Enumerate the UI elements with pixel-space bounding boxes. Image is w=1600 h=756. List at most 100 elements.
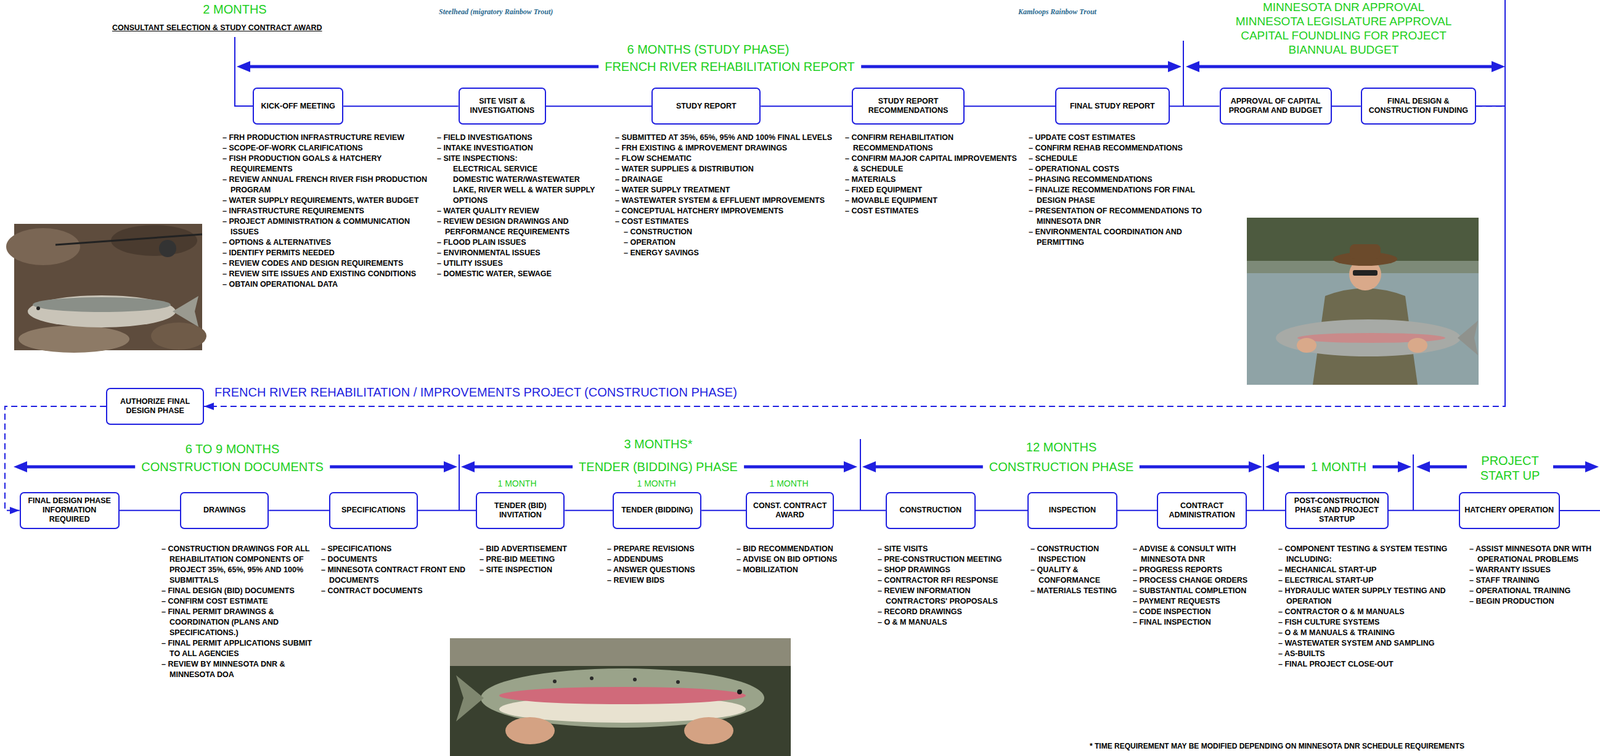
task-item: – ASSIST MINNESOTA DNR WITH OPERATIONAL …: [1469, 543, 1593, 565]
trout-photo: [589, 676, 594, 680]
trout-photo: [632, 677, 637, 682]
box-label: STUDY REPORT RECOMMENDATIONS: [857, 96, 959, 116]
phase-label: MINNESOTA LEGISLATURE APPROVAL: [1235, 14, 1453, 29]
phase-label: 1 MONTH: [497, 478, 537, 489]
task-item: – ENVIRONMENTAL COORDINATION AND PERMITT…: [1028, 226, 1223, 248]
process-box: STUDY REPORT RECOMMENDATIONS: [851, 87, 964, 125]
task-item: – O & M MANUALS & TRAINING: [1278, 627, 1467, 638]
process-box: FINAL DESIGN PHASE INFORMATION REQUIRED: [19, 491, 120, 529]
flow-connector: [1169, 105, 1220, 107]
task-item: – MOBILIZATION: [736, 564, 874, 576]
task-item: – PRESENTATION OF RECOMMENDATIONS TO MIN…: [1028, 205, 1223, 227]
task-item: – SHOP DRAWINGS: [877, 564, 1027, 576]
task-item: – FIELD INVESTIGATIONS: [436, 132, 611, 143]
phase-label: CONSULTANT SELECTION & STUDY CONTRACT AW…: [112, 22, 323, 33]
fish-photo: [32, 297, 171, 312]
task-item: – BID RECOMMENDATION: [736, 543, 874, 555]
flow-connector: [1388, 509, 1459, 511]
task-item: – QUALITY & CONFORMANCE: [1030, 564, 1130, 586]
phase-arrow: [1585, 461, 1599, 473]
trout-photo: [456, 674, 484, 722]
flow-connector: [564, 509, 613, 511]
flow-connector: [760, 105, 852, 107]
angler-photo: [1457, 320, 1478, 356]
task-item: – SUBMITTED AT 35%, 65%, 95% AND 100% FI…: [615, 132, 834, 143]
task-item: – STAFF TRAINING: [1469, 575, 1593, 586]
phase-label: Kamloops Rainbow Trout: [1018, 7, 1097, 17]
timeline-rule: [234, 0, 1600, 511]
angler-photo: [1246, 217, 1479, 385]
task-item: – REVIEW CODES AND DESIGN REQUIREMENTS: [222, 258, 429, 269]
task-item: – PAYMENT REQUESTS: [1132, 595, 1277, 607]
task-item: – ADVISE & CONSULT WITH MINNESOTA DNR: [1132, 543, 1277, 565]
task-item: – WATER SUPPLY TREATMENT: [615, 184, 834, 196]
task-item: – CONSTRUCTION: [615, 226, 834, 238]
task-item: – FRH EXISTING & IMPROVEMENT DRAWINGS: [615, 142, 834, 154]
phase-label: CAPITAL FOUNDLING FOR PROJECT BIANNUAL B…: [1214, 28, 1474, 57]
angler-photo: [1275, 319, 1461, 357]
fish-photo: [36, 306, 41, 311]
task-item: – CONSTRUCTION INSPECTION: [1030, 543, 1130, 565]
trout-photo: [449, 637, 791, 666]
task-item: – WARRANTY ISSUES: [1469, 564, 1593, 576]
flow-connector: [119, 509, 180, 511]
task-item: – UPDATE COST ESTIMATES: [1028, 132, 1223, 143]
box-label: CONTRACT ADMINISTRATION: [1162, 501, 1242, 520]
timeline-rule: [458, 454, 460, 511]
phase-arrow: [1195, 65, 1496, 69]
task-item: – DRAINAGE: [615, 174, 834, 185]
task-item: – PRE-CONSTRUCTION MEETING: [877, 554, 1027, 565]
phase-arrow: [1397, 461, 1412, 473]
task-item: – AS-BUILTS: [1278, 648, 1467, 659]
process-box: POST-CONSTRUCTION PHASE AND PROJECT STAR…: [1285, 491, 1388, 529]
task-item: – WATER QUALITY REVIEW: [436, 205, 611, 217]
task-item: – FINALIZE RECOMMENDATIONS FOR FINAL DES…: [1028, 184, 1223, 206]
task-item: – FISH PRODUCTION GOALS & HATCHERY REQUI…: [222, 153, 429, 175]
box-label: CONSTRUCTION: [891, 505, 971, 515]
flow-connector: [964, 105, 1056, 107]
task-item: – FINAL INSPECTION: [1132, 616, 1277, 628]
task-item: – FINAL PROJECT CLOSE-OUT: [1278, 658, 1467, 670]
task-item: – SCOPE-OF-WORK CLARIFICATIONS: [222, 142, 429, 154]
phase-label: CONSTRUCTION DOCUMENTS: [134, 459, 330, 474]
task-item: – CONFIRM REHABILITATION RECOMMENDATIONS: [844, 132, 1024, 154]
box-label: FINAL STUDY REPORT: [1060, 101, 1164, 111]
task-item: – CONTRACTOR RFI RESPONSE: [877, 575, 1027, 586]
task-item: – FINAL PERMIT DRAWINGS & COORDINATION (…: [161, 606, 316, 638]
phase-label: * TIME REQUIREMENT MAY BE MODIFIED DEPEN…: [1089, 741, 1465, 751]
phase-label: CONSTRUCTION PHASE: [983, 459, 1140, 474]
task-item: – CONFIRM REHAB RECOMMENDATIONS: [1028, 142, 1223, 154]
process-box: INSPECTION: [1027, 491, 1118, 529]
task-item: – DOMESTIC WATER, SEWAGE: [436, 268, 611, 280]
task-item: – OPERATIONAL TRAINING: [1469, 585, 1593, 596]
task-item: – SITE INSPECTIONS:: [436, 153, 611, 164]
process-box: SITE VISIT & INVESTIGATIONS: [458, 87, 547, 125]
angler-photo: [1296, 337, 1317, 353]
angler-photo: [1246, 217, 1479, 261]
task-item: – PHASING RECOMMENDATIONS: [1028, 174, 1223, 185]
phase-label: FRENCH RIVER REHABILITATION REPORT: [598, 59, 862, 74]
process-box: STUDY REPORT: [651, 87, 761, 125]
task-item: – ENVIRONMENTAL ISSUES: [436, 247, 611, 259]
fish-photo: [27, 295, 176, 328]
task-item: – MECHANICAL START-UP: [1278, 564, 1467, 576]
task-item: – FIXED EQUIPMENT: [844, 184, 1024, 196]
task-item: – SITE VISITS: [877, 543, 1027, 555]
process-box: KICK-OFF MEETING: [252, 87, 344, 125]
task-item: – FISH CULTURE SYSTEMS: [1278, 616, 1467, 628]
phase-arrow: [862, 461, 876, 473]
box-label: POST-CONSTRUCTION PHASE AND PROJECT STAR…: [1290, 496, 1383, 524]
process-box: CONSTRUCTION: [885, 491, 976, 529]
task-item: – ADDENDUMS: [607, 554, 734, 565]
task-item: – CONTRACTOR O & M MANUALS: [1278, 606, 1467, 617]
phase-label: 1 MONTH: [1304, 459, 1373, 474]
task-item: – UTILITY ISSUES: [436, 258, 611, 269]
flow-connector: [268, 509, 330, 511]
task-item: – BID ADVERTISEMENT: [479, 543, 603, 555]
trout-photo: [505, 716, 555, 744]
trout-photo: [499, 686, 746, 704]
flow-connector: [417, 509, 476, 511]
trout-photo: [737, 689, 743, 694]
task-item: – PROCESS CHANGE ORDERS: [1132, 575, 1277, 586]
flow-connector: [975, 509, 1028, 511]
